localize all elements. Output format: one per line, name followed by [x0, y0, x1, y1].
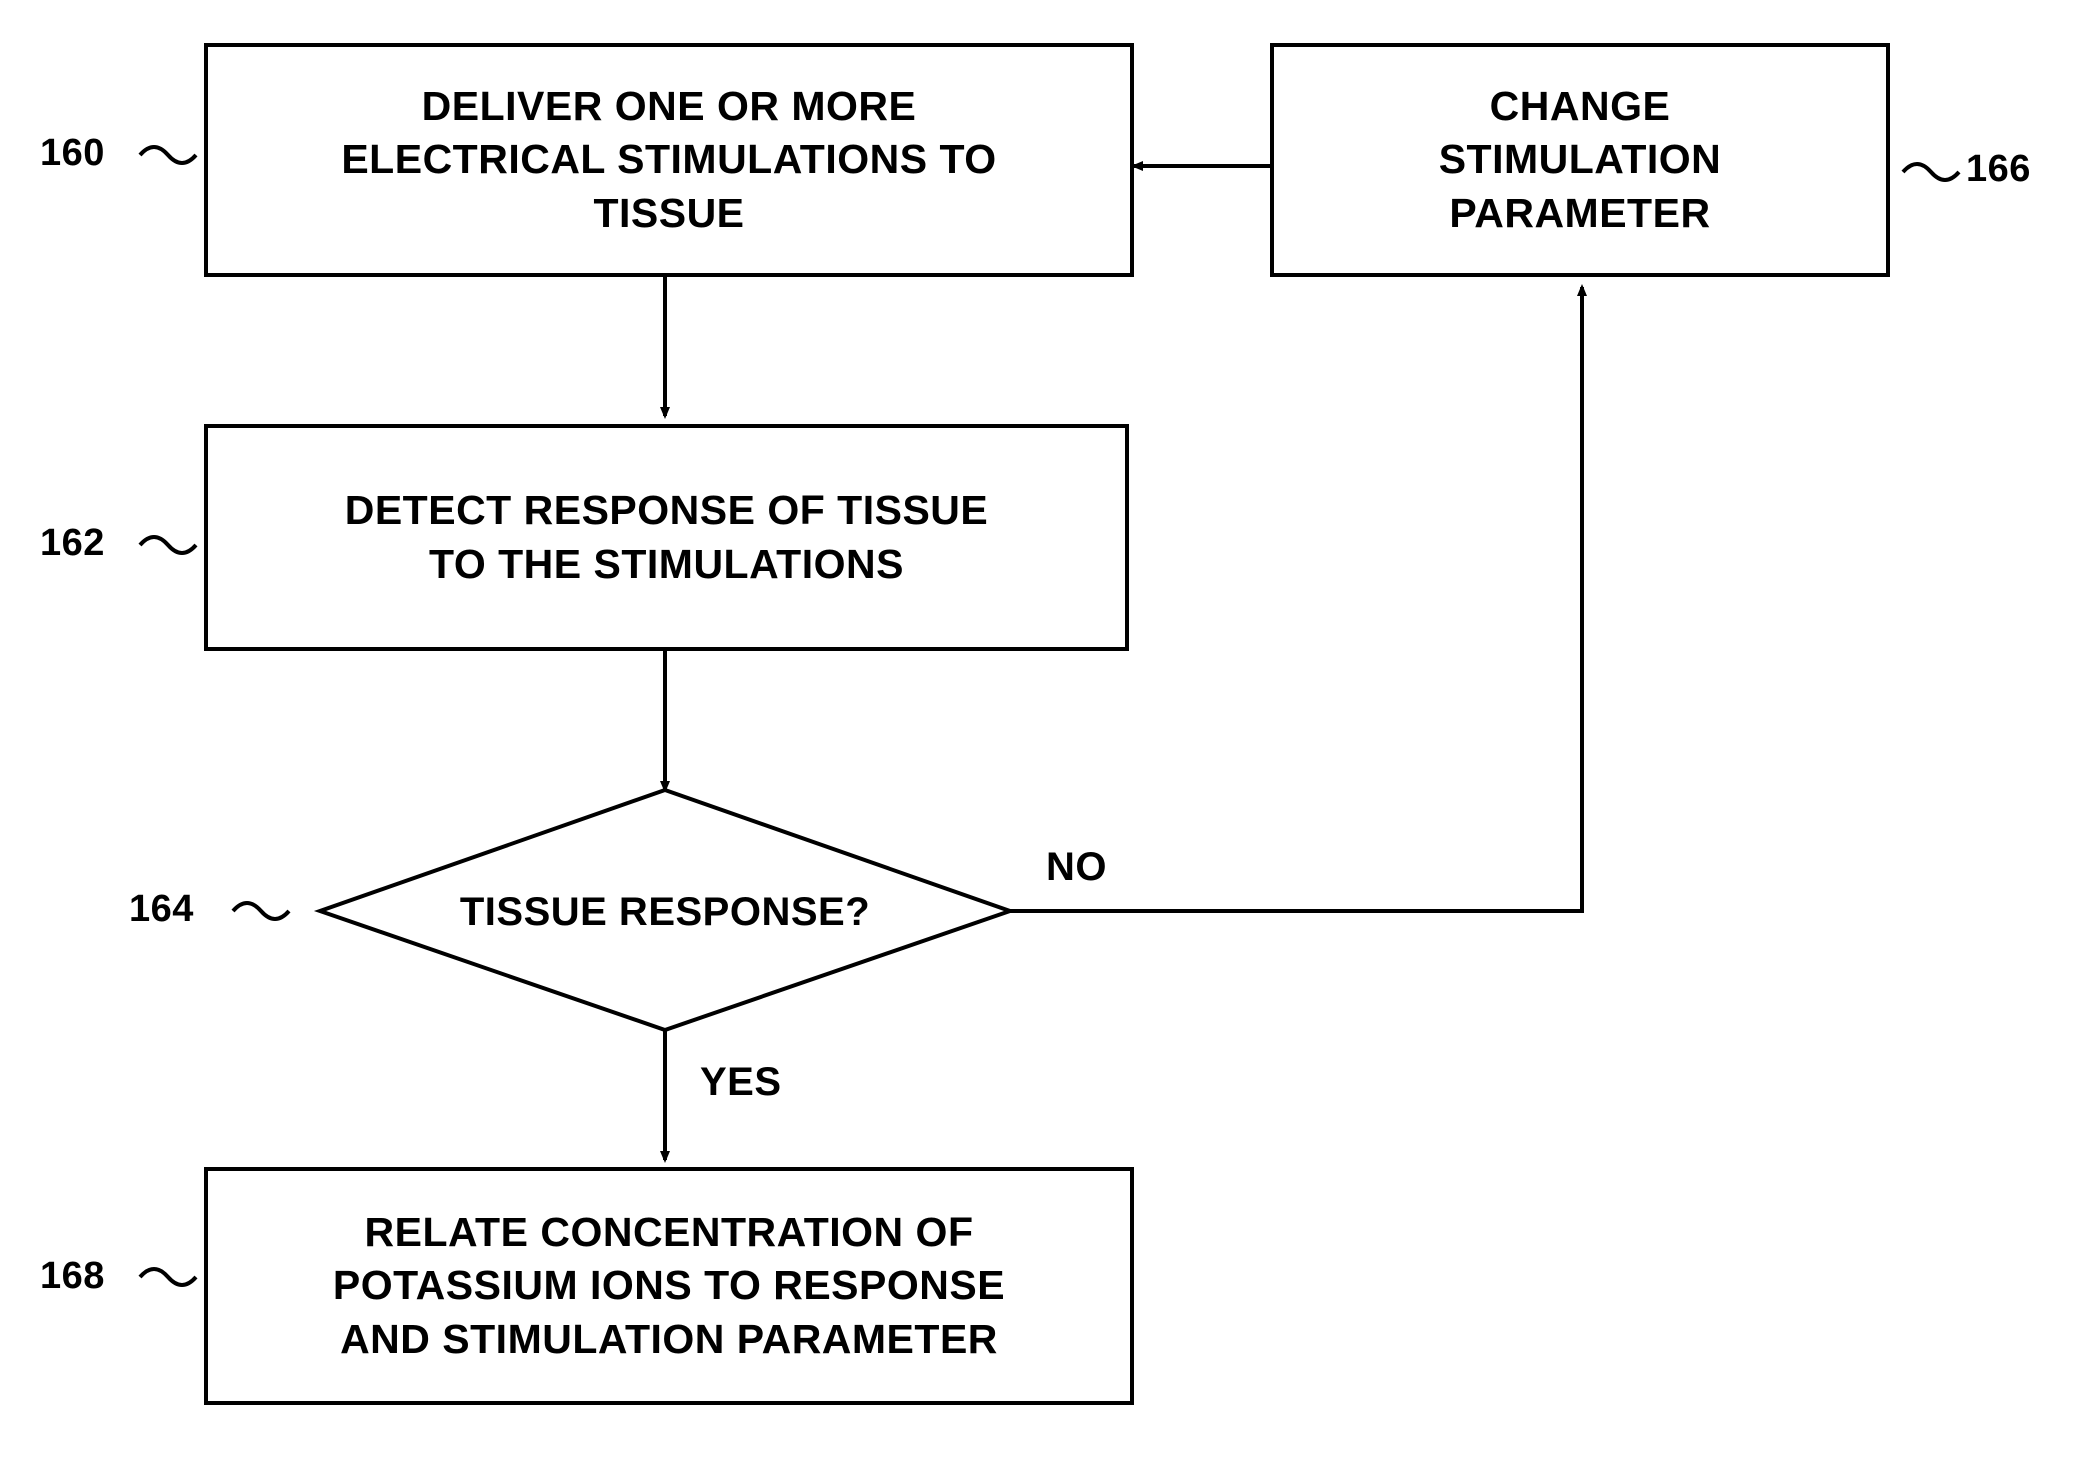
edge-label-yes: YES: [700, 1060, 782, 1104]
decision-box-164-text: TISSUE RESPONSE?: [459, 890, 871, 934]
ref-number-162: 162: [40, 522, 105, 564]
ref-number-166: 166: [1966, 148, 2031, 190]
process-box-160[interactable]: DELIVER ONE OR MORE ELECTRICAL STIMULATI…: [204, 43, 1134, 277]
process-box-162[interactable]: DETECT RESPONSE OF TISSUE TO THE STIMULA…: [204, 424, 1129, 651]
process-box-160-text: DELIVER ONE OR MORE ELECTRICAL STIMULATI…: [341, 83, 997, 236]
leader-squiggle-168: [138, 1267, 198, 1287]
ref-number-168: 168: [40, 1255, 105, 1297]
ref-number-164: 164: [129, 888, 194, 930]
process-box-168-text: RELATE CONCENTRATION OF POTASSIUM IONS T…: [332, 1209, 1006, 1362]
process-box-166-text: CHANGE STIMULATION PARAMETER: [1438, 83, 1722, 236]
process-box-162-text: DETECT RESPONSE OF TISSUE TO THE STIMULA…: [344, 487, 989, 587]
leader-squiggle-160: [138, 145, 198, 165]
process-box-166[interactable]: CHANGE STIMULATION PARAMETER: [1270, 43, 1890, 277]
edge-label-no: NO: [1046, 845, 1107, 889]
leader-squiggle-164: [231, 901, 291, 921]
leader-squiggle-162: [138, 535, 198, 555]
process-box-168[interactable]: RELATE CONCENTRATION OF POTASSIUM IONS T…: [204, 1167, 1134, 1405]
leader-squiggle-166: [1901, 162, 1961, 182]
ref-number-160: 160: [40, 132, 105, 174]
